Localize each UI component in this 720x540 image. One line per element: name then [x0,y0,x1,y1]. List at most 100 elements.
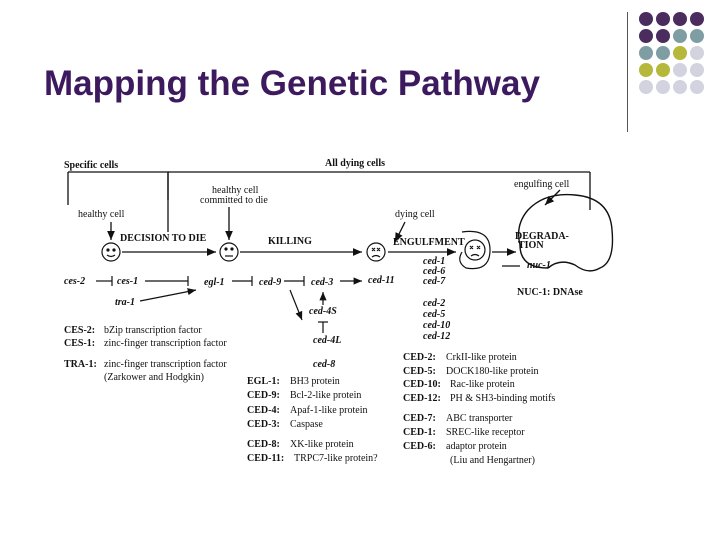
legend-value: Caspase [290,419,323,430]
specific-cells-label: Specific cells [64,160,118,171]
legend-value: ABC transporter [446,413,513,424]
decorative-dot [690,29,704,43]
legend-key: TRA-1: [64,359,97,370]
decorative-dot [673,80,687,94]
legend-key: CED-1: [403,427,436,438]
decorative-dot [673,46,687,60]
legend-value: Rac-like protein [450,379,515,390]
legend-key: CED-8: [247,439,280,450]
stage-killing-label: KILLING [268,236,312,247]
gene-ced-2: ced-2 [423,298,445,309]
decorative-dot [690,46,704,60]
decorative-dot [639,46,653,60]
gene-ced-4s: ced-4S [309,306,337,317]
legend-key: CED-10: [403,379,441,390]
left-citation: (Zarkower and Hodgkin) [104,372,204,383]
decorative-dot-grid [639,12,704,94]
legend-value: XK-like protein [290,439,354,450]
gene-ced-10: ced-10 [423,320,450,331]
left-legend: CES-2: bZip transcription factor CES-1: … [64,325,227,383]
title-divider [627,12,628,132]
gene-ced-6: ced-6 [423,266,445,277]
gene-interaction-lines [96,265,520,333]
legend-value: PH & SH3-binding motifs [450,393,555,404]
legend-key: CED-5: [403,366,436,377]
legend-value: BH3 protein [290,376,340,387]
gene-ced-4l: ced-4L [313,335,341,346]
legend-value: zinc-finger transcription factor [104,338,227,349]
dying-cell-face-icon [366,242,386,262]
middle-legend: EGL-1: BH3 protein CED-9: Bcl-2-like pro… [247,376,378,464]
legend-key: CED-9: [247,390,280,401]
legend-key: CED-3: [247,419,280,430]
right-citation: (Liu and Hengartner) [450,455,535,466]
decorative-dot [656,46,670,60]
legend-value: adaptor protein [446,441,507,452]
decorative-dot [656,29,670,43]
stage-engulfment-label: ENGULFMENT [393,237,465,248]
gene-ced-8: ced-8 [313,359,335,370]
engulfing-cell-label: engulfing cell [514,179,569,190]
legend-value: Bcl-2-like protein [290,390,361,401]
legend-value: SREC-like receptor [446,427,525,438]
all-dying-cells-label: All dying cells [325,158,385,169]
healthy-cell-committed-label-2: committed to die [200,195,268,206]
gene-tra-1: tra-1 [115,297,135,308]
legend-key: EGL-1: [247,376,280,387]
dying-cell-label: dying cell [395,209,435,220]
right-legend: CED-2: CrkII-like protein CED-5: DOCK180… [403,352,555,466]
decorative-dot [690,80,704,94]
gene-ced-3: ced-3 [311,277,333,288]
decorative-dot [690,63,704,77]
gene-ced-9: ced-9 [259,277,281,288]
decorative-dot [673,29,687,43]
slide-title: Mapping the Genetic Pathway [44,64,540,103]
nuc-1-description: NUC-1: DNAse [517,287,583,298]
decorative-dot [656,63,670,77]
decorative-dot [673,63,687,77]
healthy-cell-face-icon [101,242,121,262]
decorative-dot [656,12,670,26]
healthy-cell-committed-label-1: healthy cell [212,185,259,196]
gene-ced-11: ced-11 [368,275,395,286]
legend-key: CED-6: [403,441,436,452]
legend-key: CED-7: [403,413,436,424]
header-brackets [67,171,591,232]
stage-arrows [107,189,561,256]
committed-cell-face-icon [219,242,239,262]
decorative-dot [656,80,670,94]
legend-key: CED-11: [247,453,284,464]
legend-key: CED-2: [403,352,436,363]
legend-value: TRPC7-like protein? [294,453,378,464]
gene-ced-1: ced-1 [423,256,445,267]
gene-nuc-1: nuc-1 [527,260,551,271]
engulfed-cell-face-icon [459,230,491,270]
legend-key: CES-1: [64,338,95,349]
legend-key: CES-2: [64,325,95,336]
healthy-cell-label: healthy cell [78,209,125,220]
gene-ces-2: ces-2 [64,276,85,287]
legend-value: Apaf-1-like protein [290,405,367,416]
gene-ced-5: ced-5 [423,309,445,320]
decorative-dot [690,12,704,26]
decorative-dot [639,63,653,77]
gene-ces-1: ces-1 [117,276,138,287]
legend-value: bZip transcription factor [104,325,202,336]
engulfing-cell-shape-icon [517,193,614,272]
legend-key: CED-4: [247,405,280,416]
gene-egl-1: egl-1 [204,277,225,288]
decorative-dot [639,80,653,94]
legend-value: zinc-finger transcription factor [104,359,227,370]
decorative-dot [639,29,653,43]
stage-decision-label: DECISION TO DIE [120,233,207,244]
decorative-dot [673,12,687,26]
legend-key: CED-12: [403,393,441,404]
decorative-dot [639,12,653,26]
stage-degradation-label-2: TION [518,240,544,251]
stage-degradation-label-1: DEGRADA- [515,231,569,242]
legend-value: CrkII-like protein [446,352,517,363]
gene-ced-12: ced-12 [423,331,450,342]
gene-ced-7: ced-7 [423,276,446,287]
legend-value: DOCK180-like protein [446,366,539,377]
